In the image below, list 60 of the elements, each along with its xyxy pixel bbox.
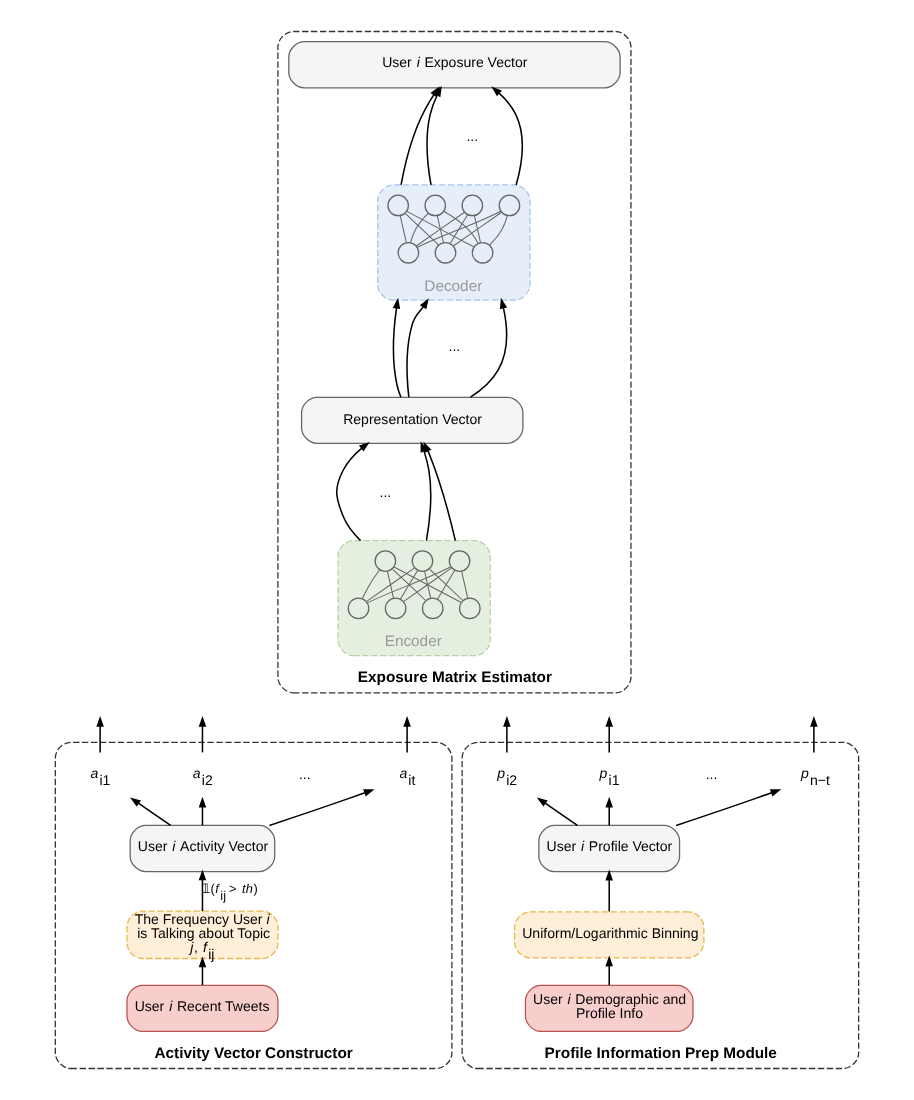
connector bbox=[361, 569, 381, 600]
arrow bbox=[198, 715, 207, 754]
arrow bbox=[536, 797, 579, 827]
arrow bbox=[268, 789, 375, 827]
connector bbox=[393, 566, 462, 603]
connector bbox=[443, 210, 479, 244]
connector bbox=[416, 210, 502, 248]
arrow bbox=[403, 715, 411, 754]
arrow bbox=[605, 796, 613, 827]
connector bbox=[489, 215, 508, 246]
connector bbox=[461, 570, 469, 599]
connector bbox=[429, 568, 464, 601]
arrow bbox=[810, 715, 818, 754]
connector bbox=[399, 215, 407, 243]
node-circle bbox=[448, 550, 471, 572]
node-circle bbox=[471, 241, 494, 264]
arrow bbox=[198, 869, 207, 912]
node-circle bbox=[384, 597, 407, 620]
node-circle bbox=[387, 194, 410, 217]
connector bbox=[400, 570, 419, 600]
connector bbox=[402, 567, 453, 603]
connector bbox=[386, 570, 395, 599]
arrow bbox=[503, 715, 511, 754]
connector bbox=[366, 566, 452, 604]
arrow bbox=[423, 441, 457, 542]
arrow bbox=[198, 796, 207, 827]
node-circle bbox=[424, 194, 447, 217]
connector bbox=[436, 215, 444, 243]
connector bbox=[409, 212, 429, 244]
node-circle bbox=[411, 550, 434, 572]
arrow bbox=[198, 956, 207, 986]
connector bbox=[415, 211, 465, 247]
connector bbox=[392, 568, 427, 601]
node-circle bbox=[434, 241, 457, 264]
node-circle bbox=[347, 597, 370, 620]
connector bbox=[437, 570, 456, 600]
connector bbox=[405, 213, 439, 246]
arrow bbox=[675, 789, 782, 827]
arrow bbox=[335, 442, 370, 542]
arrow bbox=[605, 869, 613, 913]
node-circle bbox=[374, 550, 397, 572]
arrow bbox=[96, 715, 104, 754]
arrow bbox=[392, 297, 402, 398]
node-circle bbox=[421, 597, 444, 620]
node-circle bbox=[458, 597, 481, 620]
node-circle bbox=[397, 241, 420, 264]
arrow bbox=[605, 955, 613, 986]
connector bbox=[449, 214, 468, 244]
node-circle bbox=[498, 194, 521, 217]
connector bbox=[473, 215, 481, 243]
arrow bbox=[469, 297, 508, 398]
arrow bbox=[130, 797, 172, 827]
arrow bbox=[605, 715, 613, 754]
arrow bbox=[491, 86, 523, 186]
connector bbox=[406, 210, 475, 248]
node-circle bbox=[461, 194, 484, 217]
arrow bbox=[406, 298, 429, 398]
connector bbox=[424, 570, 432, 599]
connector bbox=[452, 211, 503, 247]
connector bbox=[365, 567, 416, 603]
